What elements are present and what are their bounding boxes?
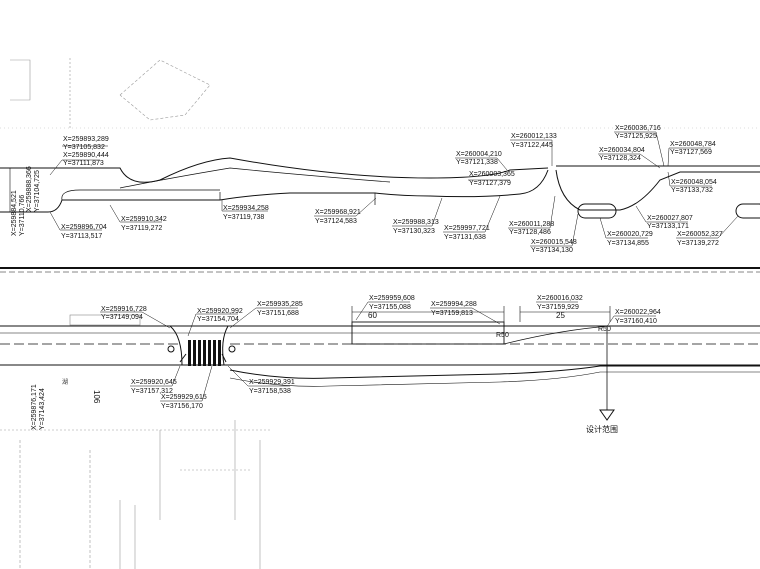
curb-return-left: [169, 325, 183, 366]
coord-label: Y=37128,486: [509, 229, 551, 236]
coord-label: Y=37119,272: [121, 225, 162, 232]
coord-label: X=259935,285: [257, 301, 303, 308]
coord-label: Y=37149,094: [101, 314, 143, 321]
coord-label: Y=37134,855: [607, 240, 649, 247]
coord-label: Y=37154,704: [197, 316, 239, 323]
dim-25: 25: [556, 311, 565, 320]
coord-label: Y=37111,873: [63, 160, 104, 167]
coord-label: Y=37105,832: [63, 144, 105, 151]
coord-label: Y=37160,410: [615, 318, 657, 325]
coord-label: X=260004,210: [456, 151, 502, 158]
coord-label: X=259876,171: [31, 384, 38, 430]
coord-label: X=260003,365: [469, 171, 515, 178]
misc-labels: 设计范围 106 湖: [62, 378, 618, 434]
coord-label: Y=37139,272: [677, 240, 719, 247]
coord-label: Y=37104,725: [34, 170, 41, 212]
median-60: [351, 321, 505, 345]
coord-label: X=259884,521: [11, 190, 18, 236]
coord-label: X=259890,444: [63, 152, 109, 159]
coord-label: Y=37158,538: [249, 388, 291, 395]
zebra-crossing: [188, 340, 221, 366]
radius-label: R50: [496, 332, 509, 339]
curb-return-right: [222, 325, 229, 366]
lower-road-south-edge: [229, 365, 760, 379]
coord-label: X=260020,729: [607, 231, 653, 238]
road-number: 106: [92, 390, 101, 404]
coord-label: X=260027,807: [647, 215, 693, 222]
coord-label: X=259916,728: [101, 306, 147, 313]
radius-label: R50: [598, 326, 611, 333]
boundary-line: [0, 267, 760, 273]
island-1: [577, 203, 617, 219]
coord-label: Y=37143,424: [39, 388, 46, 430]
coord-label: Y=37159,929: [537, 304, 579, 311]
coord-label: X=259994,288: [431, 301, 477, 308]
coord-label: Y=37157,312: [131, 388, 173, 395]
coords-lower: X=259916,728 Y=37149,094 X=259920,992 Y=…: [101, 295, 661, 410]
coord-label: Y=37130,323: [393, 228, 435, 235]
coords-lower-vertical: X=259876,171 Y=37143,424: [31, 384, 46, 430]
coord-label: X=259929,391: [249, 379, 295, 386]
upper-road: [0, 157, 760, 219]
dim-60: 60: [368, 311, 377, 320]
coord-label: X=259988,313: [393, 219, 439, 226]
coord-label: Y=37124,583: [315, 218, 357, 225]
house-label: 湖: [62, 378, 68, 386]
coords-upper-vertical: X=259888,366 Y=37104,725 X=259884,521 Y=…: [11, 166, 41, 236]
lower-road: [0, 321, 760, 387]
coord-label: Y=37151,688: [257, 310, 299, 317]
coord-label: X=260048,784: [670, 141, 716, 148]
coord-label: Y=37113,517: [61, 233, 102, 240]
coord-label: X=259920,645: [131, 379, 177, 386]
coord-label: Y=37125,925: [615, 133, 657, 140]
leader-lines: [49, 131, 739, 402]
coord-label: X=259968,921: [315, 209, 361, 216]
coord-label: Y=37155,088: [369, 304, 411, 311]
coord-label: X=260015,548: [531, 239, 577, 246]
design-boundary-marker: [599, 330, 615, 421]
coord-label: X=259929,615: [161, 394, 207, 401]
coord-label: Y=37121,338: [456, 159, 498, 166]
coord-label: Y=37127,379: [469, 180, 511, 187]
coord-label: X=260012,133: [511, 133, 557, 140]
coord-label: Y=37133,171: [647, 223, 689, 230]
coord-label: Y=37131,638: [444, 234, 486, 241]
coord-label: X=259997,721: [444, 225, 490, 232]
coord-label: X=260036,716: [615, 125, 661, 132]
coord-label: X=259934,258: [223, 205, 269, 212]
island-2: [735, 203, 760, 219]
coord-label: X=259888,366: [26, 166, 33, 212]
coord-label: X=260016,032: [537, 295, 583, 302]
coord-label: X=260011,288: [509, 221, 554, 228]
coord-label: Y=37134,130: [531, 247, 573, 254]
coord-label: X=259896,704: [61, 224, 107, 231]
design-boundary-label: 设计范围: [586, 424, 618, 434]
coord-label: Y=37133,732: [671, 187, 713, 194]
coord-label: X=260034,804: [599, 147, 645, 154]
coord-label: Y=37110,766: [19, 195, 26, 236]
coord-label: Y=37156,170: [161, 403, 203, 410]
upper-road-north-edge-2: [119, 167, 391, 189]
topography-background: [0, 58, 760, 569]
coord-label: X=260048,054: [671, 179, 717, 186]
coord-label: Y=37119,738: [223, 214, 264, 221]
coord-label: X=259920,992: [197, 308, 243, 315]
coord-label: X=259893,289: [63, 136, 109, 143]
dimension-labels: 60 25 R50 R50: [368, 311, 611, 339]
coord-label: X=260052,327: [677, 231, 723, 238]
coords-upper: X=259893,289 Y=37105,832 X=259890,444 Y=…: [61, 125, 723, 254]
coord-label: X=259959,608: [369, 295, 415, 302]
upper-road-south-edge: [0, 169, 549, 213]
coord-label: Y=37122,445: [511, 142, 553, 149]
coord-label: X=259910,342: [121, 216, 167, 223]
coord-label: Y=37128,324: [599, 155, 641, 162]
coord-label: Y=37159,813: [431, 310, 473, 317]
coord-label: Y=37127,569: [670, 149, 712, 156]
coord-label: X=260022,964: [615, 309, 661, 316]
